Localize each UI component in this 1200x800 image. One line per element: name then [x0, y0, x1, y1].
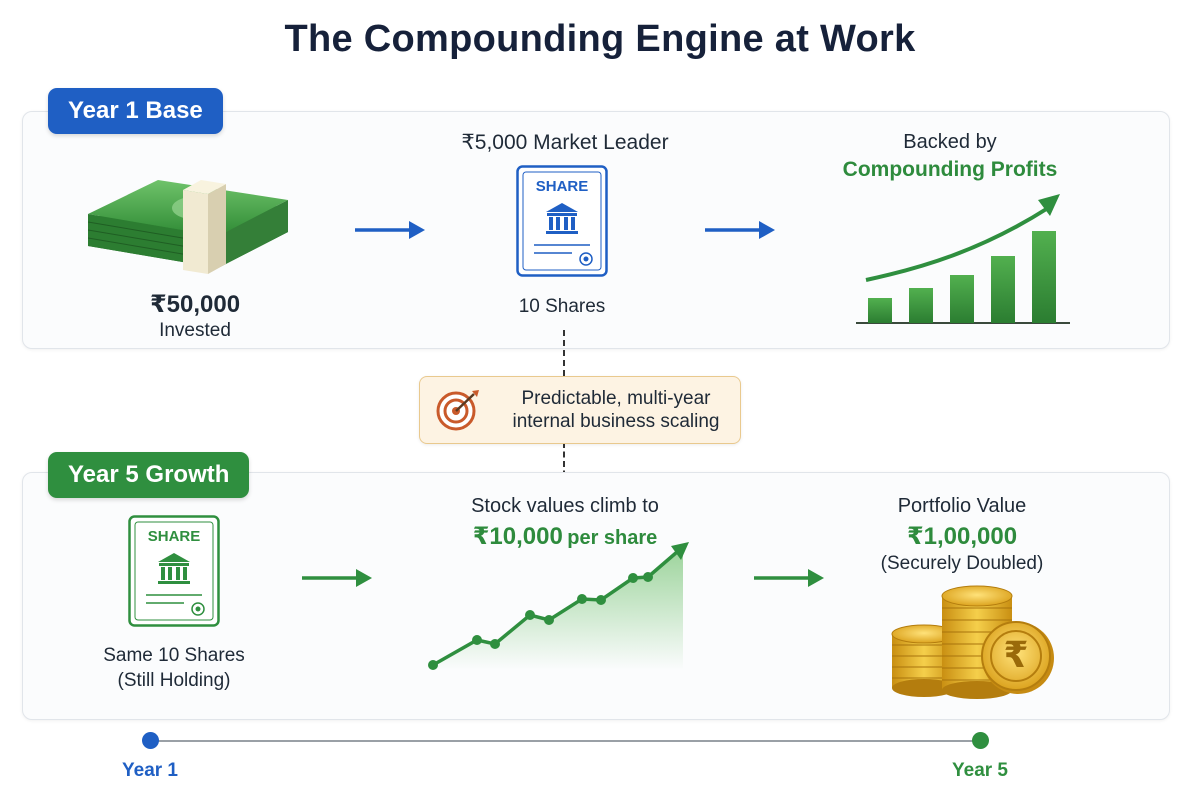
cash-stack-icon: [88, 180, 288, 274]
portfolio-note: (Securely Doubled): [880, 553, 1044, 574]
shares-count: 10 Shares: [518, 296, 606, 317]
compounding-profits-label: Compounding Profits: [842, 158, 1058, 181]
rising-line-chart-icon: [428, 542, 689, 670]
timeline-line: [150, 740, 981, 742]
arrow-right-icon: [754, 569, 824, 587]
share-certificate-label: SHARE: [535, 178, 589, 195]
arrow-right-icon: [302, 569, 372, 587]
climb-unit: per share: [567, 527, 658, 549]
invested-amount: ₹50,000: [149, 291, 241, 318]
climb-label: Stock values climb to: [471, 495, 659, 517]
year1-badge: Year 1 Base: [48, 88, 223, 134]
rupee-coin-stack-icon: ₹: [888, 582, 1063, 700]
growth-bar-chart-icon: [856, 194, 1070, 324]
timeline-start-label: Year 1: [122, 760, 178, 781]
share-certificate-icon: SHARE: [128, 515, 220, 627]
dashed-connector: [563, 330, 565, 376]
still-holding-label: (Still Holding): [117, 670, 231, 691]
backed-by-label: Backed by: [903, 131, 997, 153]
market-leader-label: ₹5,000 Market Leader: [461, 131, 669, 154]
climb-price: ₹10,000: [472, 523, 563, 550]
timeline-end-label: Year 5: [952, 760, 1008, 781]
timeline-start-dot: [142, 732, 159, 749]
dashed-connector: [563, 442, 565, 486]
arrow-right-icon: [355, 221, 425, 239]
share-certificate-label: SHARE: [147, 528, 201, 545]
share-certificate-icon: SHARE: [516, 165, 608, 277]
callout-line-2: internal business scaling: [512, 411, 720, 432]
callout-text: Predictable, multi-year internal busines…: [498, 387, 734, 433]
callout-line-1: Predictable, multi-year: [521, 388, 711, 409]
portfolio-label: Portfolio Value: [897, 495, 1027, 517]
arrow-right-icon: [705, 221, 775, 239]
scaling-callout: Predictable, multi-year internal busines…: [419, 376, 741, 444]
year5-badge: Year 5 Growth: [48, 452, 250, 498]
timeline-end-dot: [972, 732, 989, 749]
climb-price-line: ₹10,000 per share: [420, 522, 710, 551]
page-title: The Compounding Engine at Work: [284, 18, 916, 60]
coin-rupee-symbol: ₹: [1003, 634, 1029, 675]
portfolio-amount: ₹1,00,000: [906, 523, 1018, 550]
invested-label: Invested: [159, 320, 231, 341]
target-icon: [436, 390, 479, 431]
same-shares-label: Same 10 Shares: [103, 645, 245, 666]
